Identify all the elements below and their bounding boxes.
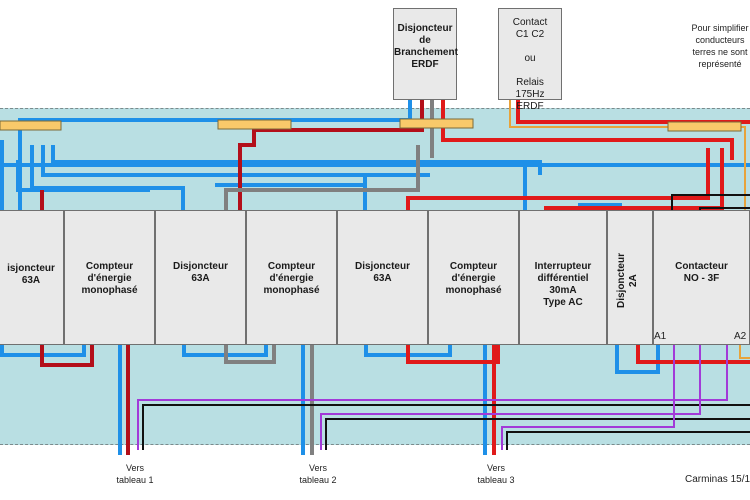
contact-relay: Contact C1 C2 ou Relais 175Hz ERDF	[498, 8, 562, 112]
output-label-1: Vers tableau 1	[116, 463, 154, 485]
busbar	[0, 120, 62, 131]
wire	[137, 345, 728, 450]
module-breaker-1: isjoncteur 63A	[0, 210, 64, 345]
busbar	[217, 119, 292, 130]
erdf-breaker: Disjoncteur de Branchement ERDF	[393, 8, 458, 100]
control-wires	[509, 100, 750, 359]
wire	[615, 345, 660, 374]
wire	[142, 404, 750, 450]
output-label-2: Vers tableau 2	[299, 463, 337, 485]
wire	[406, 148, 710, 210]
wire	[41, 145, 430, 177]
wire	[516, 100, 750, 124]
terminal-a2: A2	[734, 331, 747, 342]
output-label-3: Vers tableau 3	[477, 463, 515, 485]
credit-text: Carminas 15/12	[685, 474, 750, 485]
wire	[739, 345, 750, 359]
wire	[501, 345, 675, 450]
module-contactor: Contacteur NO - 3F A1 A2	[653, 210, 750, 345]
wire	[544, 148, 724, 210]
module-breaker-3: Disjoncteur 63A	[337, 210, 428, 345]
busbar	[667, 121, 742, 132]
wire	[224, 145, 420, 210]
module-breaker-2a: Disjoncteur 2A	[607, 210, 653, 345]
wire	[51, 145, 542, 175]
terminal-a1: A1	[654, 331, 667, 342]
purple-wires	[137, 345, 728, 450]
wire	[40, 345, 94, 367]
wire	[325, 418, 750, 450]
module-rcd: Interrupteur différentiel 30mA Type AC	[519, 210, 607, 345]
wire	[224, 345, 276, 364]
wire	[509, 100, 746, 230]
wire	[18, 100, 412, 210]
module-meter-1: Compteur d'énergie monophasé	[64, 210, 155, 345]
busbars	[0, 118, 742, 132]
wire	[320, 345, 701, 450]
wire	[238, 100, 424, 210]
wire	[636, 345, 750, 364]
neutral-wires	[0, 100, 750, 455]
busbar	[399, 118, 474, 129]
module-meter-3: Compteur d'énergie monophasé	[428, 210, 519, 345]
wire	[506, 431, 750, 450]
wire	[16, 160, 150, 192]
module-breaker-2: Disjoncteur 63A	[155, 210, 246, 345]
module-meter-2: Compteur d'énergie monophasé	[246, 210, 337, 345]
wire	[406, 345, 500, 364]
simplification-note: Pour simplifier conducteurs terres ne so…	[691, 23, 749, 69]
